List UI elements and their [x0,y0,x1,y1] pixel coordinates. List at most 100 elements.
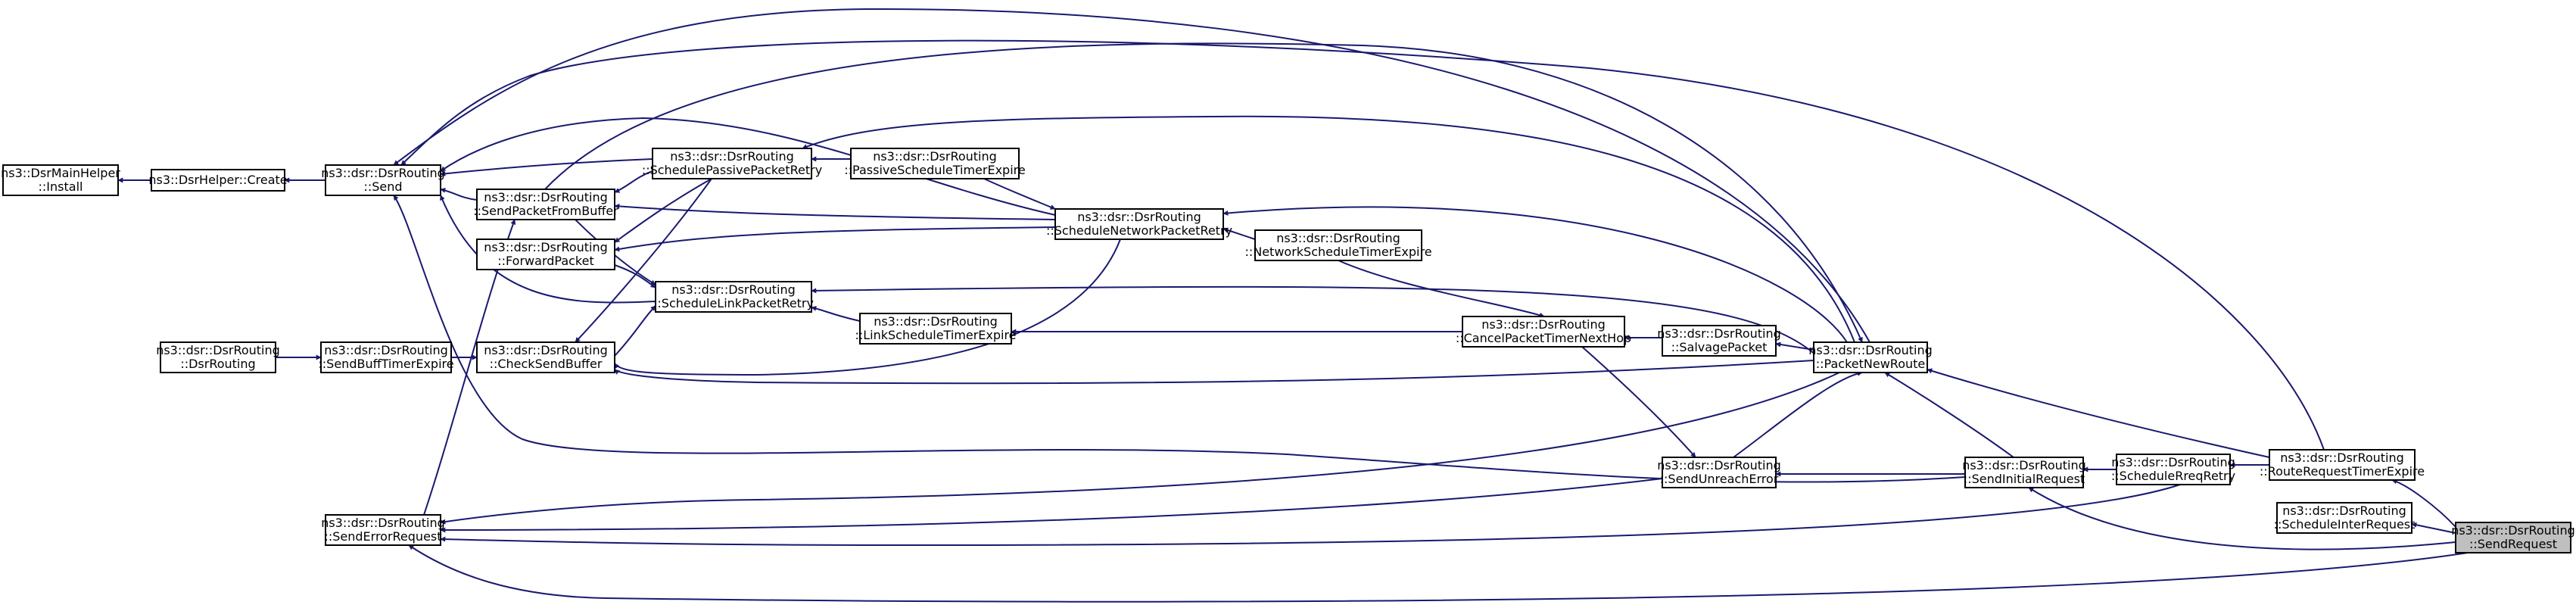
node-sendpacketfrombuffer[interactable]: ns3::dsr::DsrRouting::SendPacketFromBuff… [473,189,618,220]
node-label: ns3::dsr::DsrRouting [484,343,608,357]
node-helpercreate[interactable]: ns3::DsrHelper::Create [148,169,288,192]
node-label: ns3::dsr::DsrRouting [484,240,608,254]
node-label: ::CancelPacketTimerNextHop [1456,331,1631,345]
node-box [1662,457,1777,488]
edge-checksendbuffer-to-schedulelink [614,305,656,357]
node-label: ::SendBuffTimerExpire [318,357,453,371]
node-label: ::SendPacketFromBuffer [473,204,618,218]
node-label: ns3::dsr::DsrRouting [873,149,997,164]
node-box [476,239,615,270]
node-box [850,148,1020,179]
node-dsrrouting[interactable]: ns3::dsr::DsrRouting::DsrRouting [156,341,280,373]
edge-linktimer-to-schedulelink [811,305,861,322]
node-networktimer[interactable]: ns3::dsr::DsrRouting::NetworkScheduleTim… [1244,229,1432,261]
node-routerequesttimer[interactable]: ns3::dsr::DsrRouting::RouteRequestTimerE… [2260,449,2425,481]
edge-cancelpacket-to-sendunreacherror [1581,346,1696,458]
edge-schedulenetwork-to-sendpacketfrombuffer [614,203,1056,220]
node-send[interactable]: ns3::dsr::DsrRouting::Send [321,164,445,196]
edge-schedulenetwork-to-checksendbuffer [614,239,1121,376]
edge-forwardpacket-to-schedulelink [614,264,656,288]
node-box [320,341,452,373]
edge-schedulereqretry-to-senderrorrequest [440,484,2181,547]
edge-passivetimer-to-schedulenetwork [983,178,1056,210]
edge-packetnewroute-to-schedulenetwork [1223,206,1848,343]
node-label: ns3::dsr::DsrRouting [484,190,608,204]
node-label: ::SendErrorRequest [324,529,441,544]
node-label: ns3::dsr::DsrRouting [156,343,280,357]
node-label: ns3::DsrHelper::Create [148,173,287,187]
edge-sendunreacherror-to-senderrorrequest [440,478,1663,533]
node-label: ::PassiveScheduleTimerExpire [844,163,1025,177]
edge-packetnewroute-to-checksendbuffer [614,360,1814,385]
edge-routerequesttimer-to-packetnewroute [1927,368,2270,458]
edge-sendpacketfrombuffer-to-packetnewroute [544,42,1863,343]
node-schedulenetwork[interactable]: ns3::dsr::DsrRouting::ScheduleNetworkPac… [1046,208,1232,240]
node-box [476,341,615,373]
node-box [325,514,441,546]
node-box [2269,449,2416,481]
node-label: ns3::dsr::DsrRouting [2280,451,2404,465]
node-label: ::SendUnreachError [1660,472,1779,486]
node-passivetimer[interactable]: ns3::dsr::DsrRouting::PassiveScheduleTim… [844,148,1026,179]
node-linktimer[interactable]: ns3::dsr::DsrRouting::LinkScheduleTimerE… [855,313,1017,345]
edge-packetnewroute-to-senderrorrequest [440,372,1840,525]
node-box [151,169,285,192]
edge-schedulelink-to-send [440,195,656,304]
edge-sendrequest-to-scheduleinter [2411,522,2456,534]
node-label: ::SchedulePassivePacketRetry [642,163,822,177]
edge-packetnewroute-to-salvagepacket [1775,341,1814,351]
node-label: ns3::dsr::DsrRouting [2282,504,2406,518]
node-label: ::ForwardPacket [497,254,593,268]
node-box [1462,316,1625,348]
node-box [2276,502,2412,534]
node-label: ::LinkScheduleTimerExpire [855,328,1016,342]
edge-networktimer-to-schedulenetwork [1223,227,1256,240]
edge-schedulenetwork-to-send [440,117,1056,216]
node-label: ::Send [363,179,402,194]
node-label: ns3::DsrMainHelper [1,166,120,180]
node-label: ns3::dsr::DsrRouting [670,149,794,164]
node-label: ::DsrRouting [180,357,255,371]
node-box [1964,457,2084,488]
node-forwardpacket[interactable]: ns3::dsr::DsrRouting::ForwardPacket [476,239,615,270]
node-schedulelink[interactable]: ns3::dsr::DsrRouting::ScheduleLinkPacket… [653,281,814,313]
node-box [1662,325,1777,357]
node-label: ::NetworkScheduleTimerExpire [1244,245,1431,259]
node-label: ns3::dsr::DsrRouting [2451,523,2575,538]
node-sendinitialrequest[interactable]: ns3::dsr::DsrRouting::SendInitialRequest [1962,457,2086,488]
edge-sendrequest-to-routerequesttimer [2391,479,2456,528]
node-label: ns3::dsr::DsrRouting [874,314,998,329]
node-label: ns3::dsr::DsrRouting [1077,210,1201,224]
node-sendrequest[interactable]: ns3::dsr::DsrRouting::SendRequest [2451,522,2575,553]
node-label: ns3::dsr::DsrRouting [1962,458,2086,472]
node-salvagepacket[interactable]: ns3::dsr::DsrRouting::SalvagePacket [1657,325,1781,357]
edge-packetnewroute-to-send [393,8,1870,343]
node-label: ::ScheduleNetworkPacketRetry [1046,223,1232,238]
node-mainhelper[interactable]: ns3::DsrMainHelper::Install [1,164,120,196]
node-senderrorrequest[interactable]: ns3::dsr::DsrRouting::SendErrorRequest [321,514,445,546]
node-label: ns3::dsr::DsrRouting [324,343,448,357]
node-packetnewroute[interactable]: ns3::dsr::DsrRouting::PacketNewRoute [1808,341,1933,373]
node-label: ::SendRequest [2469,537,2557,551]
node-checksendbuffer[interactable]: ns3::dsr::DsrRouting::CheckSendBuffer [476,341,615,373]
node-sendunreacherror[interactable]: ns3::dsr::DsrRouting::SendUnreachError [1657,457,1781,488]
edge-sendrequest-to-senderrorrequest [408,544,2469,603]
node-box [325,164,441,196]
edge-schedulepassive-to-send [440,158,653,176]
node-label: ::ScheduleInterRequest [2274,517,2416,532]
node-box [859,313,1012,345]
edge-sendinitialrequest-to-send [393,195,1966,483]
node-schedulepassive[interactable]: ns3::dsr::DsrRouting::SchedulePassivePac… [642,148,822,179]
node-cancelpacket[interactable]: ns3::dsr::DsrRouting::CancelPacketTimerN… [1456,316,1631,348]
node-label: ns3::dsr::DsrRouting [1657,458,1781,472]
edge-schedulepassive-to-forwardpacket [614,178,712,243]
edge-schedulepassive-to-checksendbuffer [575,178,712,343]
node-scheduleinter[interactable]: ns3::dsr::DsrRouting::ScheduleInterReque… [2274,502,2416,534]
call-nodes: ns3::DsrMainHelper::Install ns3::DsrHelpe… [1,148,2575,553]
node-sendbufftimerexpire[interactable]: ns3::dsr::DsrRouting::SendBuffTimerExpir… [318,341,454,373]
edge-sendrequest-to-sendinitialrequest [2028,487,2456,550]
edge-packetnewroute-to-schedulepassive [802,115,1855,343]
node-schedulereqretry[interactable]: ns3::dsr::DsrRouting::ScheduleRreqRetry [2111,454,2235,485]
node-label: ::SalvagePacket [1671,340,1768,354]
